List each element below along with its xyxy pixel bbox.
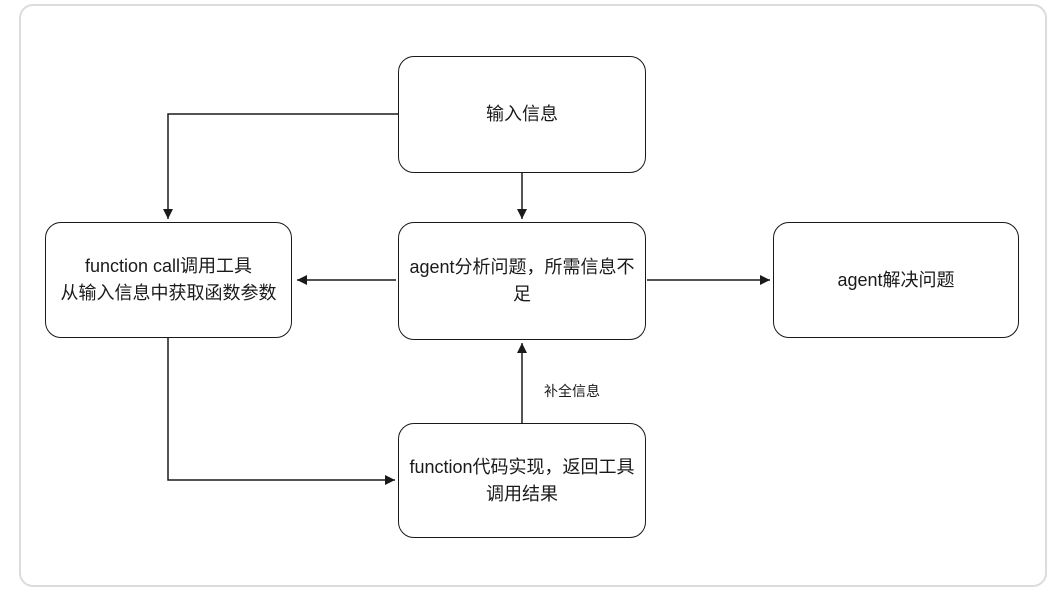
node-function-call-tool-label: function call调用工具 从输入信息中获取函数参数 (60, 256, 277, 303)
edge-function-call-to-impl (167, 338, 395, 485)
node-input-info-label: 输入信息 (486, 104, 558, 124)
edge-label-complete-info: 补全信息 (542, 381, 602, 401)
node-agent-solve-problem-label: agent解决问题 (837, 269, 955, 290)
node-function-call-tool: function call调用工具 从输入信息中获取函数参数 (45, 222, 292, 338)
edge-input-to-function-call (163, 113, 398, 219)
node-agent-analyze-problem: agent分析问题，所需信息不 足 (398, 222, 646, 340)
node-function-code-impl: function代码实现，返回工具 调用结果 (398, 423, 646, 538)
node-function-code-impl-label: function代码实现，返回工具 调用结果 (409, 456, 635, 504)
node-agent-solve-problem: agent解决问题 (773, 222, 1019, 338)
node-agent-analyze-problem-label: agent分析问题，所需信息不 足 (409, 257, 635, 304)
node-input-info: 输入信息 (398, 56, 646, 173)
